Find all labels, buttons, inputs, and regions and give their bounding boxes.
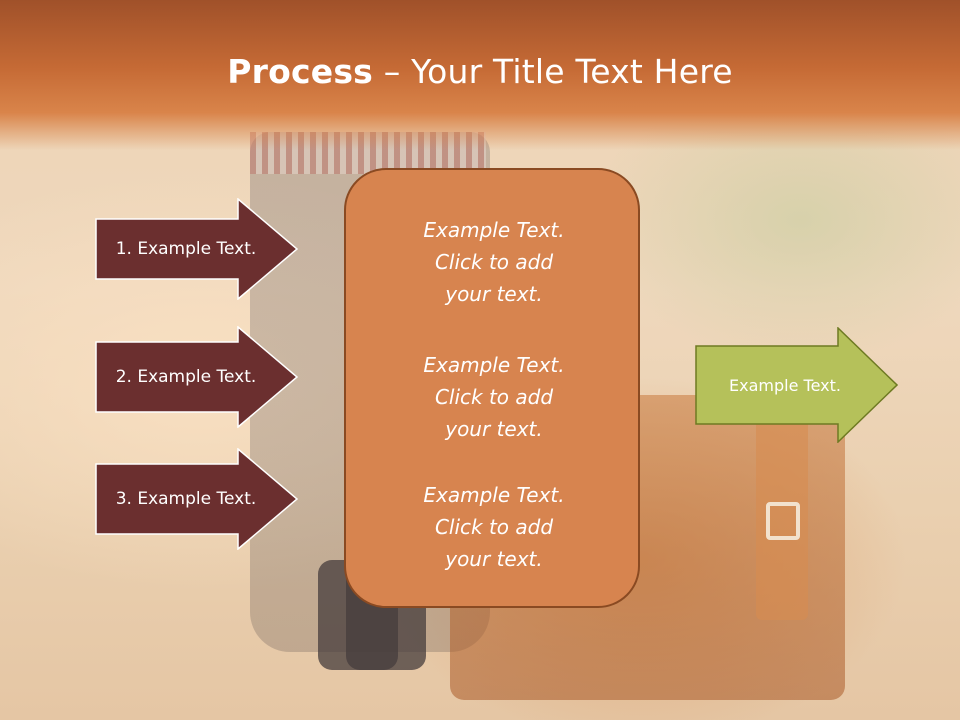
left-arrow-1[interactable]: 1. Example Text. [95,198,298,300]
left-arrow-1-label: 1. Example Text. [115,239,257,259]
left-arrow-1-shape [95,198,298,300]
left-arrow-3-label: 3. Example Text. [115,489,257,509]
center-text-block-1: Example Text. Click to add your text. [346,214,642,310]
center-text-box[interactable]: Example Text. Click to add your text. Ex… [344,168,640,608]
slide-title-rest: – Your Title Text Here [373,52,733,91]
center-text-block-2-line-3: your text. [445,417,543,441]
right-arrow[interactable]: Example Text. [695,327,898,443]
center-text-block-1-line-1: Example Text. [423,218,565,242]
title-bar [0,0,960,150]
slide-title[interactable]: Process – Your Title Text Here [0,52,960,91]
left-arrow-2-label: 2. Example Text. [115,367,257,387]
center-text-block-1-line-3: your text. [445,282,543,306]
center-text-block-2: Example Text. Click to add your text. [346,349,642,445]
left-arrow-3[interactable]: 3. Example Text. [95,448,298,550]
center-text-block-2-line-2: Click to add [434,385,554,409]
right-arrow-label: Example Text. [729,375,841,395]
slide-title-bold: Process [227,52,374,91]
center-text-block-2-line-1: Example Text. [423,353,565,377]
center-text-block-3-line-3: your text. [445,547,543,571]
left-arrow-2-shape [95,326,298,428]
center-text-block-3-line-2: Click to add [434,515,554,539]
left-arrow-3-shape [95,448,298,550]
right-arrow-shape [695,327,898,443]
background-photo-buckle [766,502,800,540]
center-text-block-1-line-2: Click to add [434,250,554,274]
center-text-block-3: Example Text. Click to add your text. [346,479,642,575]
center-text-block-3-line-1: Example Text. [423,483,565,507]
left-arrow-2[interactable]: 2. Example Text. [95,326,298,428]
